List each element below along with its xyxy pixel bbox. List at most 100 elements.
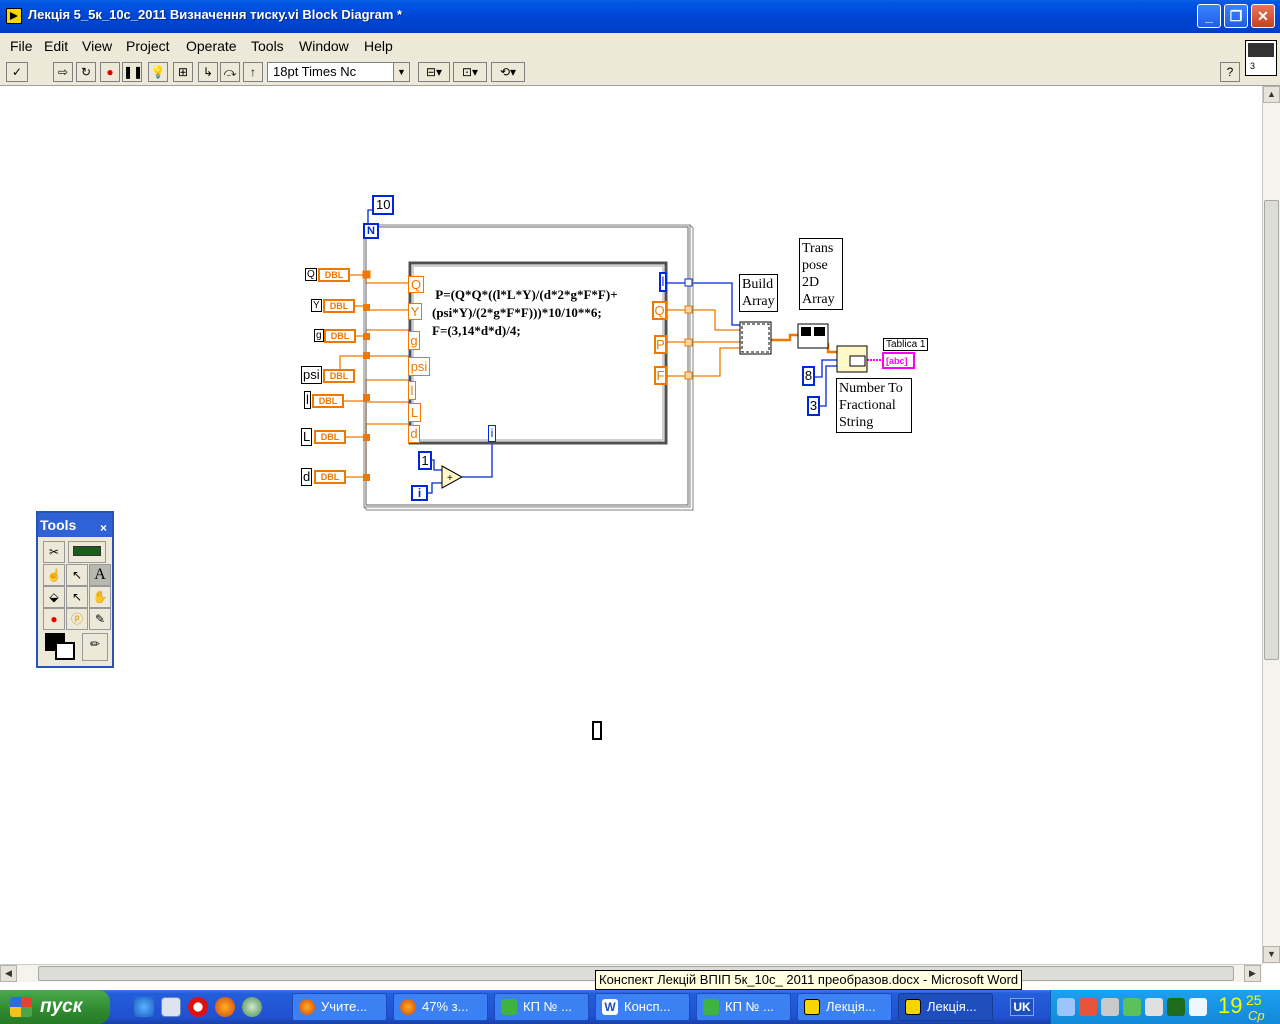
security-icon[interactable] [1079, 998, 1097, 1016]
formula-input-d[interactable]: d [408, 425, 420, 443]
chrome-icon[interactable] [242, 997, 262, 1017]
breakpoint-tool-button[interactable]: ● [43, 608, 65, 630]
menu-tools[interactable]: Tools [251, 38, 284, 54]
vi-connector-icon[interactable]: 3 [1245, 40, 1277, 76]
loop-index-terminal[interactable]: i [411, 485, 428, 501]
volume-icon[interactable] [1145, 998, 1163, 1016]
step-into-icon: ↳ [202, 65, 214, 79]
formula-input-q[interactable]: Q [408, 276, 424, 293]
precision-constant[interactable]: 3 [807, 396, 820, 416]
scroll-tool-button[interactable]: ✋ [89, 586, 111, 608]
clock-hour[interactable]: 19 [1218, 993, 1243, 1018]
run-continuously-button[interactable]: ↻ [76, 62, 96, 82]
formula-output-q[interactable]: Q [652, 301, 667, 320]
start-button[interactable]: пуск [0, 990, 110, 1024]
formula-output-f[interactable]: F [654, 366, 667, 385]
network-icon[interactable] [1057, 998, 1075, 1016]
formula-node[interactable] [408, 261, 668, 445]
menu-view[interactable]: View [82, 38, 113, 54]
label-tool-button[interactable]: A [89, 564, 111, 586]
firefox-icon[interactable] [215, 997, 235, 1017]
formula-input-big-l[interactable]: L [408, 403, 421, 422]
language-indicator[interactable]: UK [1010, 998, 1034, 1016]
automatic-selection-indicator[interactable] [68, 541, 106, 563]
vertical-scrollbar[interactable]: ▲ ▼ [1262, 86, 1280, 964]
menu-help[interactable]: Help [364, 38, 393, 54]
taskbar-button-konspekt[interactable]: W Консп... [595, 993, 690, 1021]
taskbar-button-uchite[interactable]: Учите... [292, 993, 387, 1021]
safely-remove-icon[interactable] [1101, 998, 1119, 1016]
wire-out-f [666, 347, 740, 377]
run-button[interactable]: ⇨ [53, 62, 73, 82]
step-out-button[interactable]: ↑ [243, 62, 263, 82]
show-desktop-icon[interactable] [161, 997, 181, 1017]
pause-button[interactable]: ❚❚ [122, 62, 143, 82]
formula-inner-index[interactable]: i [488, 425, 496, 442]
step-into-button[interactable]: ↳ [198, 62, 218, 82]
weather-icon[interactable] [1189, 998, 1207, 1016]
build-array-node[interactable] [739, 321, 772, 355]
menu-project[interactable]: Project [126, 38, 170, 54]
run-check-button[interactable]: ✓ [6, 62, 28, 82]
scroll-right-icon[interactable]: ▶ [1244, 965, 1261, 982]
block-diagram-canvas[interactable]: + 10 N Q DBL Y DBL [0, 86, 1262, 964]
formula-input-psi[interactable]: psi [408, 357, 430, 376]
menu-edit[interactable]: Edit [44, 38, 69, 54]
vertical-scroll-thumb[interactable] [1264, 200, 1279, 660]
scroll-down-icon[interactable]: ▼ [1263, 946, 1280, 963]
opera-icon[interactable] [188, 997, 208, 1017]
step-over-button[interactable]: ⤼ [220, 62, 240, 82]
context-help-button[interactable]: ? [1220, 62, 1240, 82]
maximize-button[interactable]: ❐ [1224, 4, 1248, 28]
for-loop[interactable] [363, 224, 694, 511]
menu-file[interactable]: File [10, 38, 33, 54]
font-select[interactable]: 18pt Times Nc ▼ [267, 62, 410, 82]
get-color-tool-button[interactable]: ✎ [89, 608, 111, 630]
tools-palette[interactable]: Tools × ✂ ☝ ↖ A ⬙ ↖ ✋ ● ⓟ ✎ ✏ [36, 511, 114, 668]
position-tool-button[interactable]: ↖ [66, 564, 88, 586]
operate-tool-button[interactable]: ☝ [43, 564, 65, 586]
retain-wire-values-button[interactable]: ⊞ [173, 62, 193, 82]
constant-one[interactable]: 1 [418, 451, 432, 470]
color-tool-button[interactable] [43, 631, 79, 663]
labview-vi-icon[interactable] [6, 8, 22, 24]
width-constant[interactable]: 8 [802, 366, 815, 386]
taskbar-button-lektsiya-diagram[interactable]: Лекція... [898, 993, 993, 1021]
menu-window[interactable]: Window [299, 38, 349, 54]
highlight-execution-button[interactable]: 💡 [148, 62, 168, 82]
scroll-up-icon[interactable]: ▲ [1263, 86, 1280, 103]
taskbar-button-kp-2[interactable]: КП № ... [696, 993, 791, 1021]
monitor-icon[interactable] [1167, 998, 1185, 1016]
formula-input-y[interactable]: Y [408, 303, 422, 320]
automatic-tool-button[interactable]: ✂ [43, 541, 65, 563]
taskbar-button-kp-1[interactable]: КП № ... [494, 993, 589, 1021]
probe-tool-button[interactable]: ⓟ [66, 608, 88, 630]
add-function[interactable] [441, 465, 464, 489]
transpose-2d-array-node[interactable] [797, 323, 829, 349]
taskbar-button-lektsiya-front[interactable]: Лекція... [797, 993, 892, 1021]
loop-count-constant[interactable]: 10 [372, 195, 395, 215]
antivirus-icon[interactable] [1123, 998, 1141, 1016]
formula-output-p[interactable]: P [654, 335, 667, 354]
minimize-button[interactable]: _ [1197, 4, 1221, 28]
tablica-indicator[interactable] [882, 352, 915, 369]
shortcut-menu-tool-button[interactable]: ↖ [66, 586, 88, 608]
wire-tool-button[interactable]: ⬙ [43, 586, 65, 608]
distribute-objects-button[interactable]: ⊡▾ [453, 62, 487, 82]
formula-input-l[interactable]: l [408, 381, 416, 400]
formula-text[interactable]: P=(Q*Q*((l*L*Y)/(d*2*g*F*F)+ (psi*Y)/(2*… [432, 287, 618, 338]
abort-button[interactable]: ● [100, 62, 120, 82]
menu-operate[interactable]: Operate [186, 38, 237, 54]
close-button[interactable]: ✕ [1251, 4, 1275, 28]
close-icon[interactable]: × [99, 521, 107, 535]
formula-output-l[interactable]: l [659, 272, 667, 292]
set-color-tool-button[interactable]: ✏ [82, 633, 108, 661]
scroll-left-icon[interactable]: ◀ [0, 965, 17, 982]
number-to-fractional-string-node[interactable] [836, 345, 868, 373]
formula-input-g[interactable]: g [408, 331, 420, 350]
reorder-button[interactable]: ⟲▾ [491, 62, 525, 82]
align-objects-button[interactable]: ⊟▾ [418, 62, 450, 82]
taskbar-button-download[interactable]: 47% з... [393, 993, 488, 1021]
loop-count-terminal[interactable]: N [363, 223, 379, 239]
internet-explorer-icon[interactable] [134, 997, 154, 1017]
